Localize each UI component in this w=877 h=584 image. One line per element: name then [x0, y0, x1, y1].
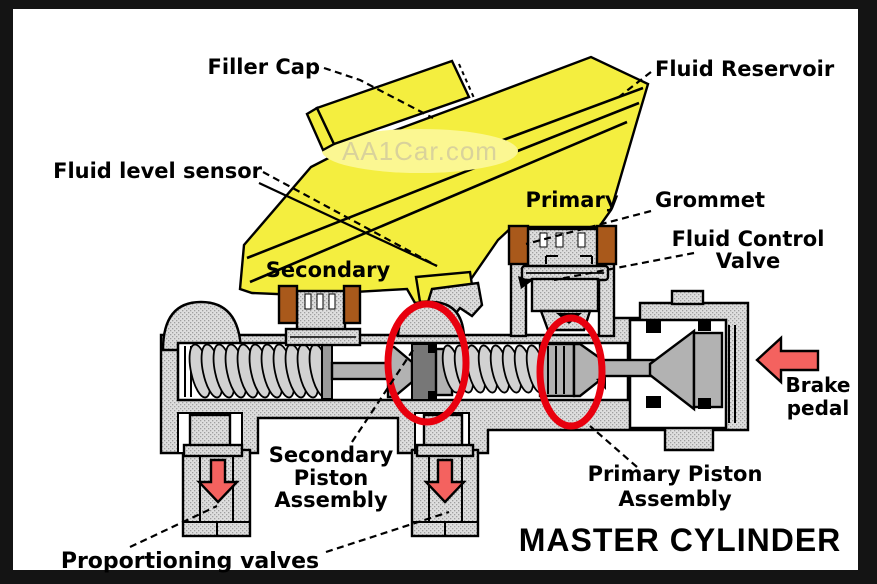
push-rod-socket-block [692, 331, 724, 409]
leader-filler-cap [323, 66, 434, 119]
secondary-grommet-right [342, 284, 362, 325]
label-pri-piston-2: Assembly [618, 487, 732, 511]
reservoir-ridge-line [486, 86, 644, 148]
label-fluid-level-sensor: Fluid level sensor [53, 159, 263, 183]
spring-retainer [321, 344, 333, 400]
seal-notch [428, 344, 436, 353]
leader-proportioning-left [129, 505, 218, 548]
primary-port [507, 224, 618, 338]
filler-cap [305, 59, 475, 152]
port-slit [555, 232, 564, 248]
label-secondary-chamber: Secondary [266, 258, 391, 282]
valve-bore-lines [183, 456, 478, 536]
leader-proportioning-right [325, 510, 450, 554]
fcv-seal-tip [518, 276, 532, 289]
label-filler-cap: Filler Cap [208, 55, 320, 79]
body-left-hump [161, 300, 243, 352]
secondary-grommet-left [277, 284, 299, 325]
secondary-piston-rod [330, 361, 390, 381]
valve-flange-right [415, 443, 475, 458]
leader-secondary-piston [351, 349, 414, 443]
leader-fluid-control-valve [553, 251, 695, 282]
leader-primary-piston [589, 425, 638, 468]
leader-fluid-level-sensor [262, 171, 438, 267]
port-slit [539, 232, 548, 248]
highlight-primary-piston [536, 314, 606, 430]
label-sec-piston-1: Secondary [269, 443, 394, 467]
primary-piston-assembly [538, 342, 606, 398]
body-top-nub [670, 289, 705, 306]
valve-flange-left [182, 443, 244, 458]
label-pri-piston-1: Primary Piston [588, 462, 763, 486]
watermark-text: AA1Car.com [342, 136, 498, 166]
secondary-port [277, 284, 362, 347]
diagram-title: MASTER CYLINDER [519, 522, 842, 558]
seal-notch [428, 391, 436, 400]
leader-grommet [525, 209, 652, 246]
secondary-return-spring [188, 343, 332, 399]
secondary-piston-seal [411, 343, 437, 401]
fluid-reservoir: AA1Car.com [238, 55, 650, 320]
reservoir-ridge-line [246, 101, 640, 260]
port-marks [545, 255, 593, 264]
brake-pedal-arrow [755, 335, 820, 385]
label-sec-piston-2: Piston [294, 466, 369, 490]
fluid-control-valve [530, 277, 600, 313]
flow-arrow-down-right [423, 458, 467, 504]
label-grommet: Grommet [655, 188, 765, 212]
primary-return-spring [441, 344, 547, 394]
label-proportioning-valves: Proportioning valves [61, 549, 319, 574]
flow-arrow-down-left [196, 458, 240, 504]
filler-cap-hidden-edge [458, 63, 475, 99]
label-primary-chamber: Primary [525, 188, 618, 212]
port-slit [328, 293, 336, 310]
label-fluid-control-2: Valve [716, 249, 780, 273]
primary-grommet-left [507, 224, 530, 266]
primary-grommet-right [595, 224, 618, 266]
watermark-blob [322, 129, 518, 173]
port-slit [316, 293, 324, 310]
label-fluid-reservoir: Fluid Reservoir [655, 57, 835, 81]
highlight-secondary-piston [384, 300, 470, 426]
port-slit [304, 293, 312, 310]
valve-fitting-left [188, 413, 232, 449]
filler-cap-top [315, 59, 471, 146]
label-sec-piston-3: Assembly [274, 488, 388, 512]
port-slit [577, 232, 586, 248]
leader-lines [129, 66, 695, 554]
label-brake-1: Brake [786, 373, 851, 397]
push-rod-trumpet [648, 328, 696, 412]
reservoir-ridge-line [249, 120, 628, 284]
label-fluid-control-1: Fluid Control [672, 227, 825, 251]
leader-fluid-reservoir [614, 71, 652, 101]
chamber-seal-squares [646, 320, 711, 409]
sensor-wire-line [258, 182, 438, 267]
primary-piston-grooves [547, 346, 565, 394]
label-brake-2: pedal [787, 396, 850, 420]
